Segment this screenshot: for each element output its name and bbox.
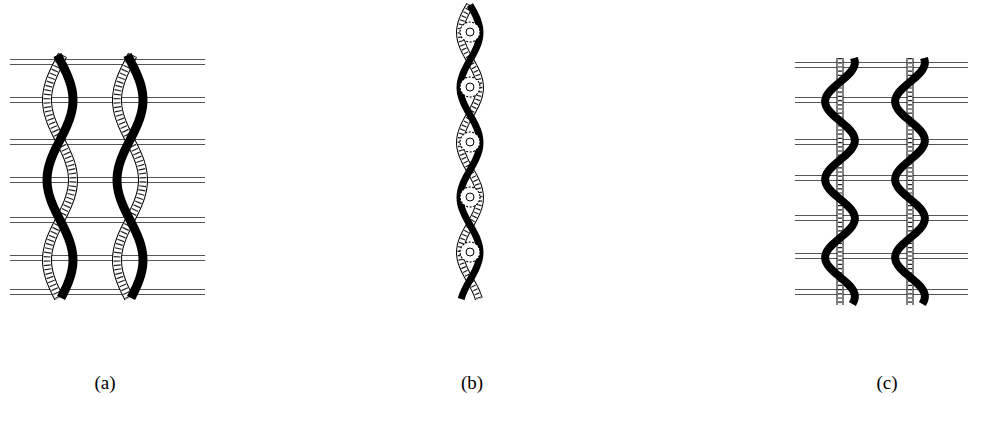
weft-line	[10, 59, 205, 60]
weft-line	[10, 182, 205, 183]
weft-line	[795, 220, 968, 221]
weft-line	[10, 260, 205, 261]
figure-label: (a)	[94, 372, 115, 394]
hatched-warp	[840, 58, 841, 305]
weft-section	[460, 132, 480, 152]
weft-line	[10, 102, 205, 103]
weft-line	[795, 289, 968, 290]
weft-line	[10, 294, 205, 295]
weft-line	[10, 222, 205, 223]
weft-picks	[795, 63, 968, 295]
weft-line	[795, 294, 968, 295]
weft-line	[10, 144, 205, 145]
weft-line	[795, 62, 968, 63]
weft-section	[460, 77, 480, 97]
weft-line	[10, 255, 205, 256]
weft-line	[795, 175, 968, 176]
weft-line	[795, 215, 968, 216]
weft-picks	[10, 60, 205, 295]
black-warp	[895, 58, 925, 304]
weft-line	[795, 139, 968, 140]
weft-line	[10, 139, 205, 140]
weft-line	[795, 180, 968, 181]
weft-line	[10, 289, 205, 290]
weft-line	[795, 97, 968, 98]
weft-section	[460, 242, 480, 262]
weft-line	[795, 102, 968, 103]
weft-line	[10, 217, 205, 218]
weft-line	[795, 253, 968, 254]
weft-line	[10, 97, 205, 98]
weft-line	[10, 64, 205, 65]
figure-label: (b)	[461, 372, 483, 394]
weft-line	[10, 177, 205, 178]
black-warp	[825, 58, 855, 304]
weft-section	[460, 187, 480, 207]
black-warp	[117, 55, 143, 298]
weft-line	[795, 67, 968, 68]
black-warp	[47, 55, 73, 298]
hatched-warp	[117, 55, 143, 298]
weft-section	[460, 22, 480, 42]
hatched-warp	[460, 5, 480, 299]
figure-label: (c)	[876, 372, 897, 394]
black-warp	[460, 5, 480, 299]
hatched-warp	[910, 58, 911, 305]
weft-line	[795, 144, 968, 145]
hatched-warp	[47, 55, 73, 298]
weft-line	[795, 258, 968, 259]
